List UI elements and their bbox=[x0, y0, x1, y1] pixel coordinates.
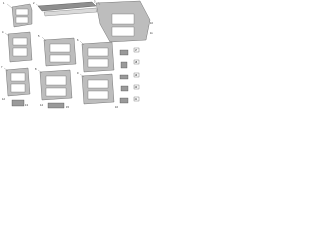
part-number-8: 8 bbox=[35, 67, 37, 71]
part-number-4: 4 bbox=[2, 30, 4, 34]
part-number-5: 5 bbox=[38, 34, 40, 38]
part-number-15: 15 bbox=[66, 105, 69, 109]
legend-label-17: 17 bbox=[135, 49, 138, 52]
part-number-3: 3 bbox=[94, 0, 96, 4]
part-number-7: 7 bbox=[1, 65, 3, 69]
small-part-bottom-left bbox=[11, 99, 25, 107]
small-part-bottom-center bbox=[47, 102, 65, 109]
part-number-14: 14 bbox=[40, 103, 43, 107]
legend-label-19: 19 bbox=[135, 74, 138, 77]
part-number-2: 2 bbox=[33, 1, 35, 5]
trim-panel-center-middle bbox=[43, 37, 77, 67]
clip-part-right bbox=[119, 49, 129, 104]
legend-label-20: 20 bbox=[135, 86, 138, 89]
part-number-1: 1 bbox=[3, 1, 5, 5]
part-number-10: 10 bbox=[150, 21, 153, 25]
trim-panel-top-left bbox=[11, 3, 33, 28]
part-number-13: 13 bbox=[25, 103, 28, 107]
trim-panel-left-middle bbox=[7, 31, 33, 63]
legend-label-18: 18 bbox=[135, 61, 138, 64]
leader-lines bbox=[3, 1, 101, 78]
part-number-9: 9 bbox=[77, 71, 79, 75]
trim-strip-top bbox=[37, 1, 98, 17]
legend-column: 17 18 19 20 21 bbox=[133, 47, 140, 102]
part-number-11: 11 bbox=[150, 31, 153, 35]
trim-panel-right-middle bbox=[81, 41, 115, 73]
trim-panel-lower-center bbox=[39, 69, 73, 101]
part-number-6: 6 bbox=[77, 38, 79, 42]
part-number-12: 12 bbox=[2, 97, 5, 101]
parts-diagram: 1 2 3 4 5 6 7 8 9 10 11 12 13 14 15 16 1… bbox=[1, 0, 153, 109]
trim-panel-lower-left bbox=[5, 67, 31, 97]
part-number-16: 16 bbox=[115, 105, 118, 109]
trim-panel-lower-right bbox=[81, 73, 115, 105]
trim-panel-top-right bbox=[95, 0, 151, 43]
legend-label-21: 21 bbox=[135, 98, 138, 101]
